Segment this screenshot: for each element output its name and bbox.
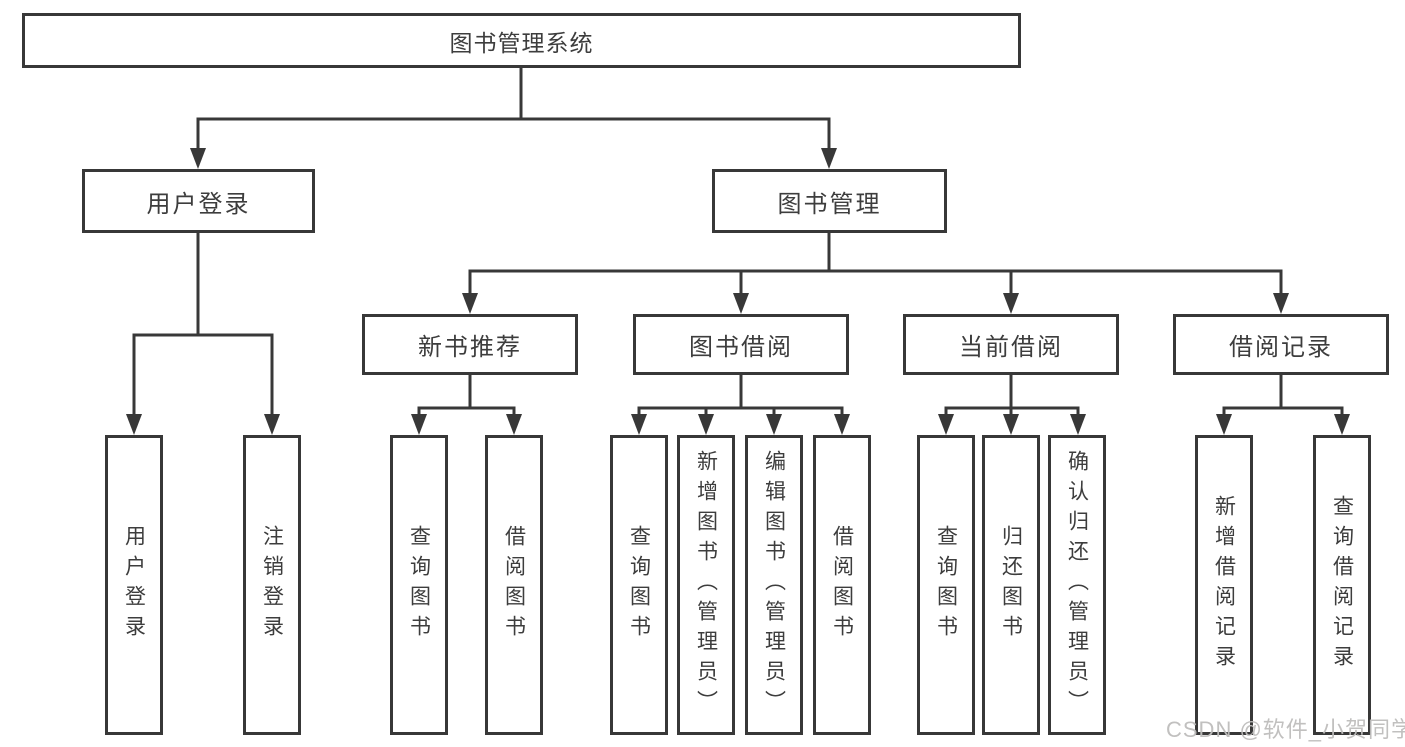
leaf-return-books: 归还图书 (982, 435, 1040, 735)
arrowhead-icon (190, 148, 206, 169)
node-borrowing-records: 借阅记录 (1173, 314, 1389, 375)
leaf-logout: 注销登录 (243, 435, 301, 735)
node-label: 新增图书（管理员） (694, 450, 718, 720)
leaf-query-books-recommend: 查询图书 (390, 435, 448, 735)
arrowhead-icon (1003, 414, 1019, 435)
node-label: 查询图书 (407, 525, 431, 645)
arrowhead-icon (506, 414, 522, 435)
leaf-confirm-return-admin: 确认归还（管理员） (1048, 435, 1106, 735)
arrowhead-icon (698, 414, 714, 435)
arrowhead-icon (1273, 293, 1289, 314)
leaf-add-books-admin: 新增图书（管理员） (677, 435, 735, 735)
arrowhead-icon (766, 414, 782, 435)
node-label: 查询图书 (934, 525, 958, 645)
node-book-borrowing: 图书借阅 (633, 314, 849, 375)
leaf-query-books-current: 查询图书 (917, 435, 975, 735)
node-label: 确认归还（管理员） (1065, 450, 1089, 720)
node-label: 当前借阅 (959, 334, 1063, 361)
arrowhead-icon (462, 293, 478, 314)
arrowhead-icon (631, 414, 647, 435)
arrowhead-icon (821, 148, 837, 169)
arrowhead-icon (126, 414, 142, 435)
leaf-borrow-books-borrowing: 借阅图书 (813, 435, 871, 735)
csdn-watermark: CSDN @软件_小贺同学 (1166, 717, 1405, 742)
node-label: 注销登录 (260, 525, 284, 645)
arrowhead-icon (1216, 414, 1232, 435)
leaf-edit-books-admin: 编辑图书（管理员） (745, 435, 803, 735)
node-label: 图书管理系统 (449, 29, 594, 56)
node-label: 用户登录 (122, 525, 146, 645)
arrowhead-icon (1070, 414, 1086, 435)
node-label: 借阅图书 (830, 525, 854, 645)
leaf-borrow-books-recommend: 借阅图书 (485, 435, 543, 735)
arrowhead-icon (733, 293, 749, 314)
leaf-add-borrow-record: 新增借阅记录 (1195, 435, 1253, 735)
leaf-query-books-borrowing: 查询图书 (610, 435, 668, 735)
node-root-library-system: 图书管理系统 (22, 13, 1021, 68)
node-label: 新书推荐 (418, 334, 522, 361)
node-current-borrowing: 当前借阅 (903, 314, 1119, 375)
node-label: 图书管理 (777, 190, 882, 218)
node-label: 借阅记录 (1229, 334, 1333, 361)
node-label: 借阅图书 (502, 525, 526, 645)
node-label: 图书借阅 (689, 334, 793, 361)
node-user-login: 用户登录 (82, 169, 315, 233)
node-label: 查询图书 (627, 525, 651, 645)
node-book-management: 图书管理 (712, 169, 947, 233)
arrowhead-icon (264, 414, 280, 435)
node-label: 新增借阅记录 (1212, 495, 1236, 675)
arrowhead-icon (411, 414, 427, 435)
leaf-query-borrow-record: 查询借阅记录 (1313, 435, 1371, 735)
node-label: 查询借阅记录 (1330, 495, 1354, 675)
arrowhead-icon (1334, 414, 1350, 435)
node-new-book-recommend: 新书推荐 (362, 314, 578, 375)
arrowhead-icon (834, 414, 850, 435)
arrowhead-icon (1003, 293, 1019, 314)
node-label: 编辑图书（管理员） (762, 450, 786, 720)
node-label: 用户登录 (146, 190, 251, 218)
node-label: 归还图书 (999, 525, 1023, 645)
arrowhead-icon (938, 414, 954, 435)
leaf-user-login: 用户登录 (105, 435, 163, 735)
